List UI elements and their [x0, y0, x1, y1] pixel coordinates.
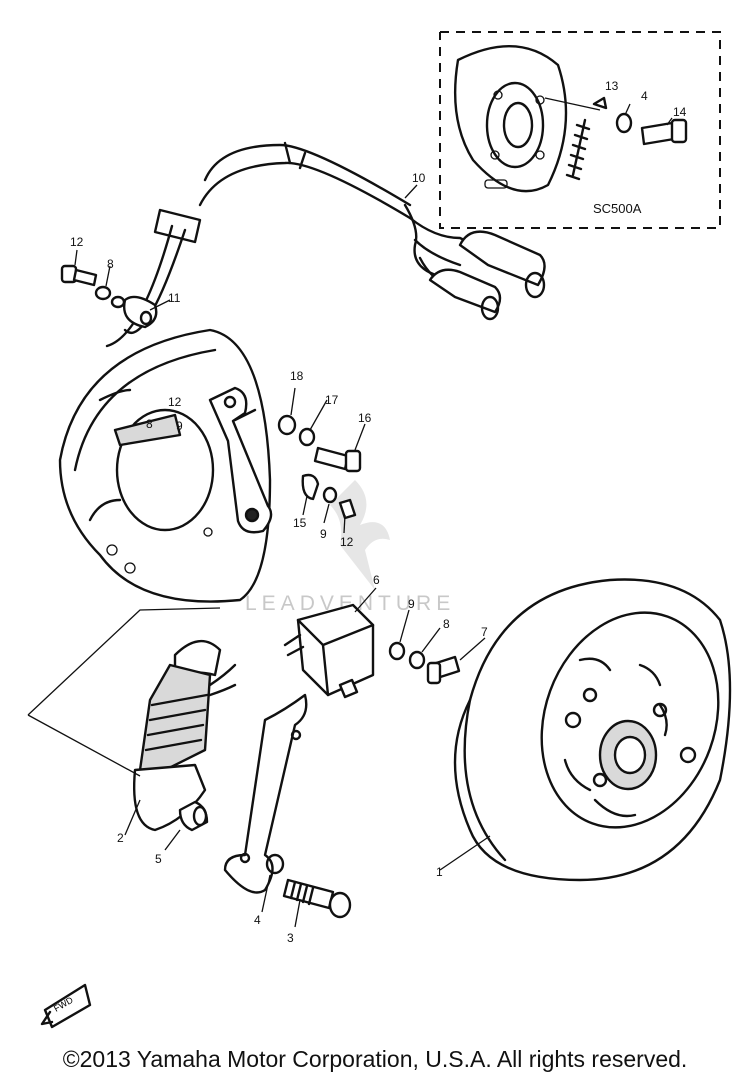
coil	[124, 640, 237, 836]
condenser	[283, 587, 377, 699]
fwd-arrow: FWD	[40, 983, 92, 1029]
leader-12	[74, 249, 78, 266]
callout-1: 1	[436, 865, 443, 879]
callout-8-plate: 8	[146, 417, 153, 431]
flywheel	[439, 578, 732, 882]
callouts: 1 2 3 4 5 6 7 8 9 10 11 12 13 14 15 16 1…	[70, 79, 687, 945]
callout-8-top: 8	[107, 257, 114, 271]
watermark-text: LEADVENTURE	[245, 592, 455, 615]
reference-line	[27, 607, 221, 716]
leader-11	[149, 299, 171, 311]
callout-8: 8	[443, 617, 450, 631]
screw-12-top	[60, 264, 126, 309]
callout-11: 11	[168, 291, 181, 305]
callout-12: 12	[70, 235, 84, 249]
callout-4-inset: 4	[641, 89, 648, 103]
callout-9-mid: 9	[320, 527, 327, 541]
callout-13: 13	[605, 79, 619, 93]
copyright-notice: ©2013 Yamaha Motor Corporation, U.S.A. A…	[62, 1046, 688, 1072]
callout-10: 10	[412, 171, 426, 185]
reference-line-2	[27, 714, 141, 777]
callout-4: 4	[254, 913, 261, 927]
callout-6: 6	[373, 573, 380, 587]
callout-2: 2	[117, 831, 124, 845]
leader-10	[404, 184, 418, 199]
inset-label: SC500A	[593, 201, 642, 216]
callout-7: 7	[481, 625, 488, 639]
leader-8	[105, 265, 111, 287]
contact-breaker	[208, 386, 273, 534]
callout-16: 16	[358, 411, 372, 425]
screw-3	[261, 853, 352, 928]
callout-12-mid: 12	[340, 535, 354, 549]
spacer-5	[164, 800, 209, 851]
callout-14: 14	[673, 105, 687, 119]
callout-17: 17	[325, 393, 339, 407]
callout-12-plate: 12	[168, 395, 182, 409]
bracket	[223, 693, 308, 894]
callout-9: 9	[408, 597, 415, 611]
callout-15: 15	[293, 516, 307, 530]
callout-5: 5	[155, 852, 162, 866]
callout-9-plate: 9	[176, 419, 183, 433]
wire-harness	[105, 141, 546, 348]
callout-3: 3	[287, 931, 294, 945]
callout-18: 18	[290, 369, 304, 383]
small-parts-right	[277, 387, 366, 534]
inset-box: SC500A	[439, 31, 721, 229]
screw-7	[388, 609, 486, 685]
